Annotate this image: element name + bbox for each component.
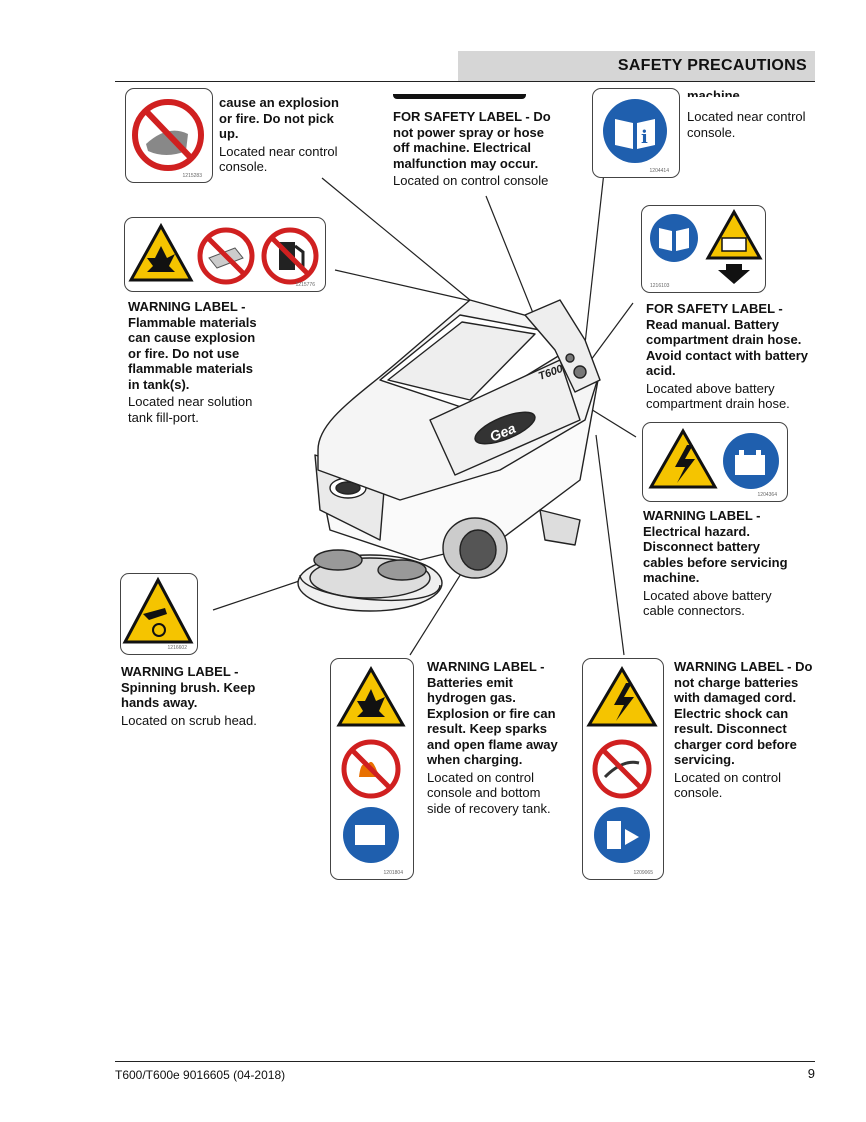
decal-damaged-cord: 1209065 — [582, 658, 664, 880]
decal-code: 1209065 — [633, 870, 653, 876]
label-top-center: FOR SAFETY LABEL - Do not power spray or… — [393, 94, 563, 189]
label-location: Located on control console — [393, 173, 549, 188]
decal-flammable: 1215776 — [124, 217, 326, 292]
hydrogen-gas-icons — [336, 665, 406, 863]
label-top-left: cause an explosion or fire. Do not pick … — [219, 95, 349, 175]
label-title: WARNING LABEL - Spinning brush. Keep han… — [121, 664, 256, 710]
electrical-hazard-icons — [648, 427, 779, 489]
battery-drain-icons — [650, 208, 763, 284]
damaged-cord-icons — [586, 666, 658, 863]
label-hydrogen: WARNING LABEL - Batteries emit hydrogen … — [427, 659, 567, 816]
label-title: WARNING LABEL - Electrical hazard. Disco… — [643, 508, 788, 585]
label-location: Located on scrub head. — [121, 712, 257, 728]
label-location: Located on control console. — [674, 769, 781, 801]
flammable-icons — [128, 222, 319, 285]
spinning-brush-icon — [122, 576, 194, 644]
label-title: WARNING LABEL - Do not charge batteries … — [674, 659, 813, 767]
footer-rule — [115, 1061, 815, 1062]
label-battery-drain: FOR SAFETY LABEL - Read manual. Battery … — [646, 301, 814, 412]
page-number: 9 — [807, 1066, 815, 1081]
no-pickup-icon — [132, 99, 204, 171]
header-rule — [115, 81, 815, 82]
svg-text:i: i — [641, 127, 648, 148]
section-title: SAFETY PRECAUTIONS — [617, 57, 807, 74]
label-title: FOR SAFETY LABEL - Read manual. Battery … — [646, 301, 809, 378]
label-title: WARNING LABEL - Batteries emit hydrogen … — [427, 659, 558, 767]
label-location: Located near control console. — [219, 143, 338, 175]
decal-code: 1216602 — [167, 645, 187, 651]
label-title: machine. — [687, 88, 744, 97]
label-electrical: WARNING LABEL - Electrical hazard. Disco… — [643, 508, 803, 619]
section-header: SAFETY PRECAUTIONS — [458, 51, 815, 81]
decal-fragment — [393, 94, 526, 99]
footer-doc-ref: T600/T600e 9016605 (04-2018) — [115, 1068, 286, 1082]
label-title: cause an explosion or fire. Do not pick … — [219, 95, 339, 141]
decal-code: 1204414 — [649, 168, 669, 174]
label-location: Located above battery compartment drain … — [646, 380, 790, 412]
decal-code: 1216103 — [650, 283, 670, 289]
label-top-right: machine. Located near control console. — [687, 88, 807, 140]
label-flammable: WARNING LABEL - Flammable materials can … — [128, 299, 268, 425]
label-cord: WARNING LABEL - Do not charge batteries … — [674, 659, 814, 801]
decal-code: 1201804 — [383, 870, 403, 876]
label-location: Located on control console and bottom si… — [427, 769, 551, 816]
decal-hydrogen: 1201804 — [330, 658, 414, 880]
decal-code: 1215776 — [295, 282, 315, 288]
label-title: WARNING LABEL - Flammable materials can … — [128, 299, 257, 392]
label-location: Located above battery cable connectors. — [643, 587, 772, 619]
label-brush: WARNING LABEL - Spinning brush. Keep han… — [121, 664, 281, 728]
decal-code: 1215283 — [182, 173, 202, 179]
label-location: Located near control console. — [687, 109, 806, 140]
decal-code: 1204364 — [757, 492, 777, 498]
label-location: Located near solution tank fill-port. — [128, 394, 253, 425]
decal-battery-drain: 1216103 — [641, 205, 766, 293]
decal-spinning-brush: 1216602 — [120, 573, 198, 655]
decal-read-manual: i 1204414 — [592, 88, 680, 178]
decal-no-pickup: 1215283 — [125, 88, 213, 183]
decal-electrical: 1204364 — [642, 422, 788, 502]
read-manual-icon: i — [603, 99, 667, 163]
label-title: FOR SAFETY LABEL - Do not power spray or… — [393, 109, 551, 171]
